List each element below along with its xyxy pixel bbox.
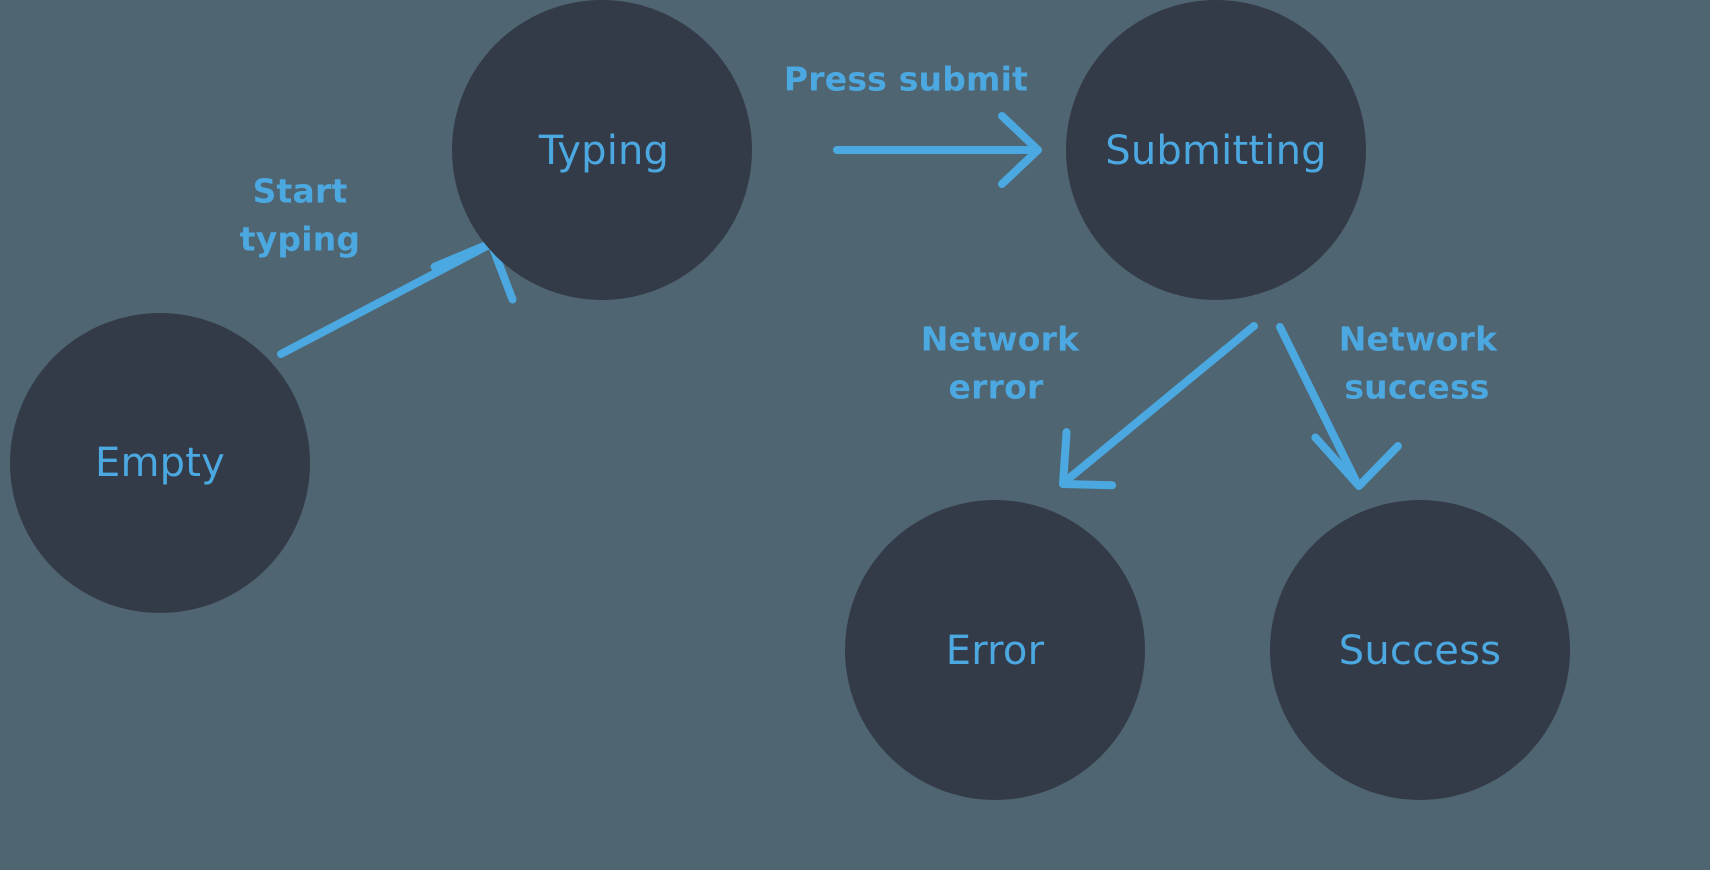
node-error[interactable]: Error — [845, 500, 1145, 800]
node-submitting-label: Submitting — [1105, 128, 1326, 174]
edge-empty-to-typing-line — [277, 241, 493, 358]
node-success[interactable]: Success — [1270, 500, 1570, 800]
edge-label-start-typing-line-1: Start — [253, 172, 348, 211]
edge-submitting-to-success-line — [1276, 323, 1360, 485]
node-success-label: Success — [1339, 628, 1501, 674]
node-submitting-circle[interactable] — [1066, 0, 1366, 300]
edge-submitting-to-error-arrowhead — [1059, 428, 1117, 490]
node-error-label: Error — [946, 628, 1045, 674]
node-submitting[interactable]: Submitting — [1066, 0, 1366, 300]
edge-submitting-to-success-arrowhead — [1311, 433, 1402, 490]
node-typing-label: Typing — [538, 128, 669, 174]
edge-label-press-submit-line-1: Press submit — [784, 60, 1028, 99]
edge-typing-to-submitting — [833, 112, 1042, 188]
node-empty[interactable]: Empty — [10, 313, 310, 613]
node-typing[interactable]: Typing — [452, 0, 752, 300]
edge-label-press-submit: Press submit — [784, 60, 1028, 99]
node-typing-circle[interactable] — [452, 0, 752, 300]
edge-label-start-typing-line-2: typing — [240, 220, 361, 259]
edge-submitting-to-error-line — [1063, 322, 1258, 484]
edge-label-network-error-line-1: Network — [921, 320, 1080, 359]
node-empty-circle[interactable] — [10, 313, 310, 613]
edge-submitting-to-error — [1059, 322, 1258, 490]
edge-label-network-success: Network success — [1339, 320, 1498, 407]
edge-label-network-success-line-1: Network — [1339, 320, 1498, 359]
edge-submitting-to-success — [1276, 323, 1402, 490]
node-empty-label: Empty — [95, 440, 225, 486]
edge-label-network-error: Network error — [921, 320, 1080, 407]
edge-typing-to-submitting-arrowhead — [998, 112, 1042, 188]
edge-label-start-typing: Start typing — [240, 172, 361, 259]
edge-label-network-success-line-2: success — [1344, 368, 1489, 407]
node-error-circle[interactable] — [845, 500, 1145, 800]
node-success-circle[interactable] — [1270, 500, 1570, 800]
edge-label-network-error-line-2: error — [949, 368, 1044, 407]
